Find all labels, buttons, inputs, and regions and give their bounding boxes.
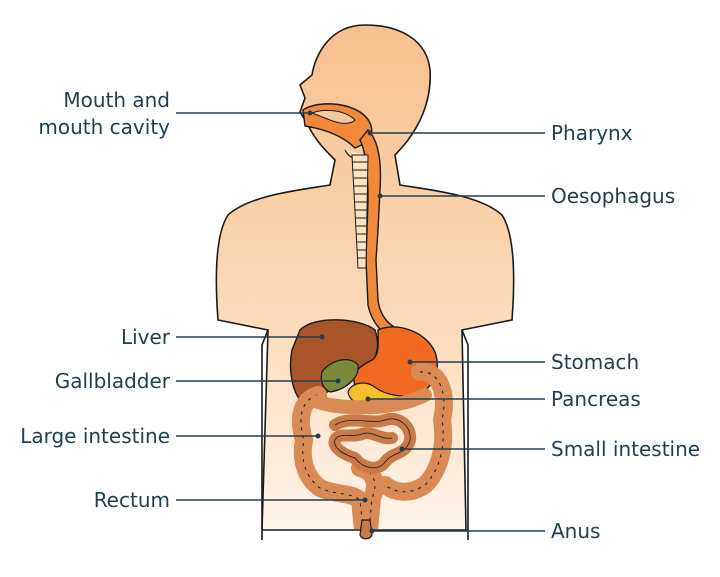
label-oesophagus: Oesophagus [551,184,676,208]
small-intestine-organ [328,412,417,474]
leader-lines [176,112,545,532]
label-anus: Anus [551,519,601,543]
right-arm-line [461,329,469,540]
label-mouth-line2: mouth cavity [38,115,170,139]
label-mouth-line1: Mouth and [63,88,170,112]
label-pancreas: Pancreas [551,387,641,411]
label-rectum: Rectum [93,488,170,512]
label-stomach: Stomach [551,350,640,374]
left-arm-line [261,329,269,540]
label-pharynx: Pharynx [551,121,633,145]
trachea-rings [351,154,369,269]
label-small-intestine: Small intestine [551,437,701,461]
anus-organ [359,519,373,540]
label-liver: Liver [120,325,170,349]
leader-dots [307,110,413,534]
label-large-intestine: Large intestine [20,424,170,448]
gallbladder-organ [320,359,359,393]
label-gallbladder: Gallbladder [54,369,170,393]
